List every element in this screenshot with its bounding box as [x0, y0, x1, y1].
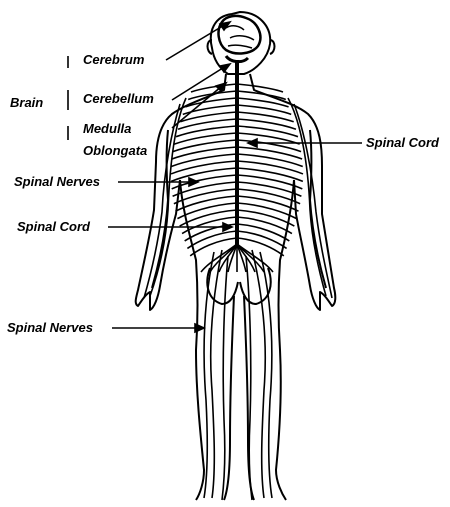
cerebellum-label: Cerebellum	[83, 91, 154, 106]
leg-nerve-left	[211, 250, 222, 498]
medulla-label-line2: Oblongata	[83, 143, 147, 158]
brain-and-spinal-cord	[219, 16, 261, 248]
spinal-nerves-upper-label: Spinal Nerves	[14, 174, 100, 189]
spinal-nerve-right	[237, 84, 283, 92]
spinal-cord-right-label: Spinal Cord	[366, 135, 439, 150]
cerebrum-label: Cerebrum	[83, 52, 144, 67]
leg-nerve-left	[222, 256, 228, 500]
spinal-nerve-left	[191, 84, 237, 92]
cauda-equina-strand	[210, 244, 237, 272]
spinal-nerves	[144, 84, 332, 500]
spinal-nerves-lower-label: Spinal Nerves	[7, 320, 93, 335]
cauda-equina-strand	[237, 244, 264, 272]
medulla-label-line1: Medulla	[83, 121, 131, 136]
leg-nerve-right	[252, 250, 265, 498]
brain-label: Brain	[10, 95, 43, 110]
arm-nerve-left	[144, 104, 180, 298]
arm-nerve-right	[294, 104, 332, 298]
spinal-cord-left-label: Spinal Cord	[17, 219, 90, 234]
